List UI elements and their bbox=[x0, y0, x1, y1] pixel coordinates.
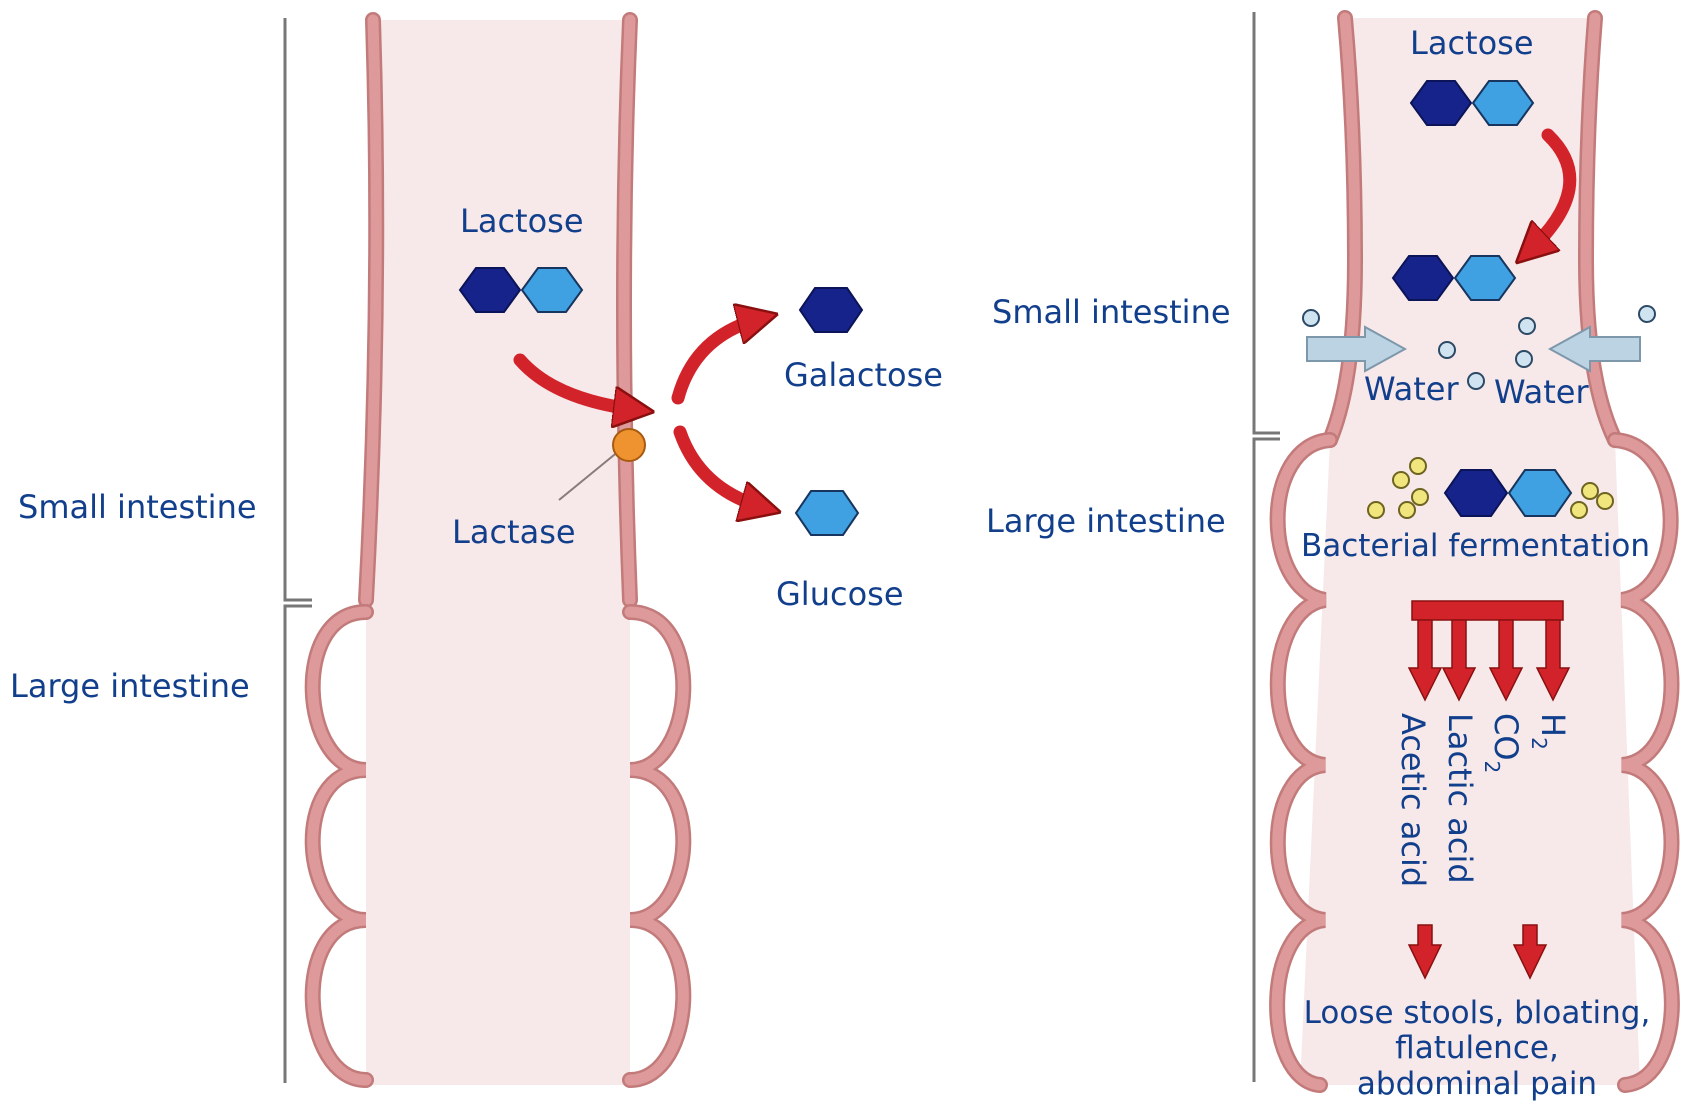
left-brackets bbox=[285, 18, 312, 1083]
left-large-intestine-wall-right bbox=[630, 612, 683, 1080]
to-glucose-arrow bbox=[680, 432, 765, 508]
left-small-intestine-bracket bbox=[285, 18, 312, 600]
lactase-enzyme bbox=[613, 429, 645, 461]
left-small-intestine-label: Small intestine bbox=[18, 488, 257, 526]
water-label-left: Water bbox=[1364, 370, 1459, 408]
left-intestine bbox=[313, 20, 684, 1085]
left-large-intestine-wall-left bbox=[313, 612, 366, 1080]
lactic-acid-label: Lactic acid bbox=[1441, 713, 1479, 884]
water-label-right: Water bbox=[1494, 373, 1589, 411]
symptoms-line-1: Loose stools, bloating, bbox=[1304, 995, 1651, 1031]
acetic-acid-label: Acetic acid bbox=[1394, 713, 1432, 887]
glucose-product-hexagon bbox=[796, 491, 858, 535]
right-large-intestine-label: Large intestine bbox=[986, 502, 1226, 540]
left-large-intestine-label: Large intestine bbox=[10, 667, 250, 705]
right-lactose-label: Lactose bbox=[1410, 24, 1534, 62]
right-small-intestine-label: Small intestine bbox=[992, 293, 1231, 331]
galactose-product-hexagon bbox=[800, 288, 862, 332]
lactase-label: Lactase bbox=[452, 513, 576, 551]
glucose-label: Glucose bbox=[776, 575, 904, 613]
bacterial-fermentation-label: Bacterial fermentation bbox=[1301, 528, 1650, 564]
galactose-label: Galactose bbox=[784, 356, 943, 394]
symptoms-line-2: flatulence, bbox=[1395, 1030, 1559, 1066]
left-lactose-label: Lactose bbox=[460, 202, 584, 240]
to-galactose-arrow bbox=[678, 318, 762, 398]
right-small-intestine-bracket bbox=[1254, 12, 1280, 433]
left-lumen bbox=[366, 20, 630, 1085]
symptoms-line-3: abdominal pain bbox=[1357, 1066, 1597, 1102]
